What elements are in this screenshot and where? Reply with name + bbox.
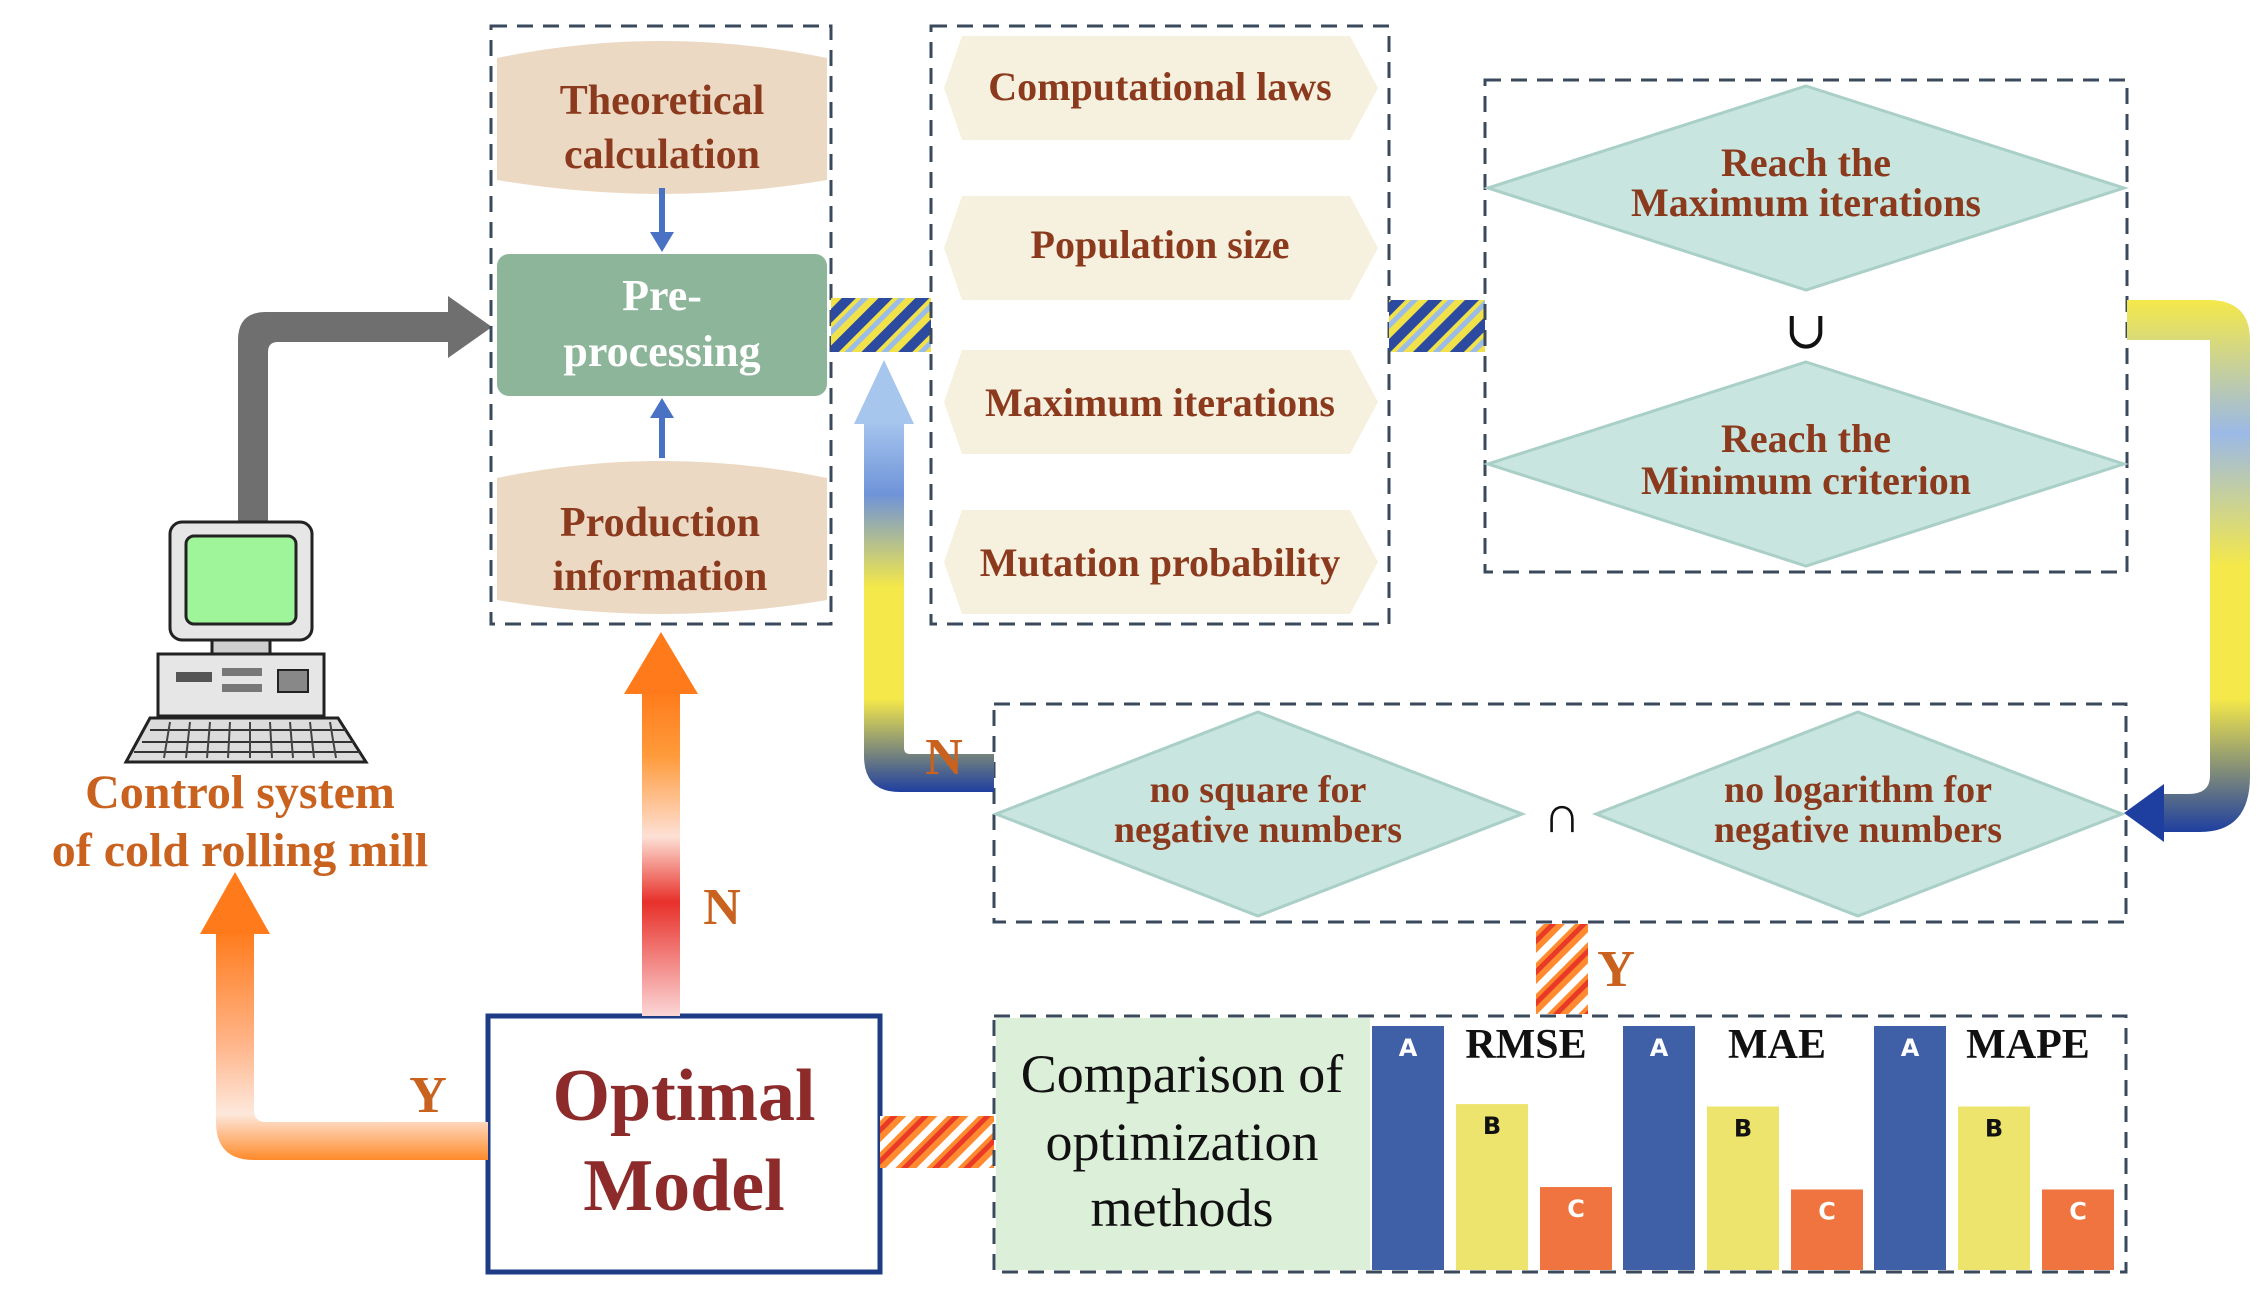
bar-label-mape-a: A xyxy=(1901,1034,1920,1062)
computer-icon xyxy=(123,520,369,764)
bar-label-mape-b: B xyxy=(1985,1115,2003,1143)
optimal-model-box xyxy=(485,1013,883,1275)
production-information-line2: information xyxy=(553,554,768,600)
reach-max-line2: Maximum iterations xyxy=(1631,180,1981,225)
gray-arrow-shaft xyxy=(238,312,448,525)
control-system-label-line2: of cold rolling mill xyxy=(52,824,428,877)
right-flow-arrowhead xyxy=(2124,784,2164,842)
loop-back-arrow xyxy=(864,420,994,792)
connector-params-to-stop xyxy=(1389,300,1485,352)
comparison-group xyxy=(992,1014,2128,1274)
bar-label-mape-c: C xyxy=(2069,1197,2087,1225)
diamond-no-logarithm xyxy=(1591,710,2127,918)
metric-label-rmse: RMSE xyxy=(1465,1022,1586,1068)
bar-rmse-a xyxy=(1372,1026,1444,1270)
preprocessing-line1: Pre- xyxy=(622,271,702,320)
comparison-line2: optimization xyxy=(1046,1112,1319,1172)
diamond-reach-max-iterations xyxy=(1483,84,2129,292)
union-symbol: ∪ xyxy=(1784,303,1828,360)
param-mutation-probability xyxy=(944,510,1378,614)
bar-label-rmse-c: C xyxy=(1567,1195,1585,1223)
connector-pre-to-params xyxy=(831,298,931,352)
metric-label-mape: MAPE xyxy=(1966,1022,2090,1068)
preprocessing-line2: processing xyxy=(563,327,760,376)
preprocessing-box xyxy=(497,254,827,396)
comparison-line1: Comparison of xyxy=(1021,1044,1343,1104)
optimal-model-line1: Optimal xyxy=(552,1055,815,1137)
param-computational-laws-label: Computational laws xyxy=(988,64,1331,109)
down-arrow-icon xyxy=(650,188,674,252)
reach-max-line1: Reach the xyxy=(1721,140,1891,185)
param-population-size xyxy=(944,196,1378,300)
bar-label-mae-a: A xyxy=(1650,1034,1669,1062)
param-computational-laws xyxy=(944,36,1378,140)
bar-label-mae-c: C xyxy=(1818,1197,1836,1225)
no-logarithm-line1: no logarithm for xyxy=(1724,769,1992,811)
bar-mae-c xyxy=(1791,1189,1863,1270)
no-square-line1: no square for xyxy=(1150,769,1367,811)
production-information-line1: Production xyxy=(560,500,760,546)
param-population-size-label: Population size xyxy=(1031,222,1290,267)
comparison-line3: methods xyxy=(1091,1178,1274,1238)
bar-mape-b xyxy=(1958,1106,2030,1270)
bar-mape-a xyxy=(1874,1026,1946,1270)
metric-label-mae: MAE xyxy=(1728,1022,1826,1068)
intersection-symbol: ∩ xyxy=(1543,787,1581,844)
bar-label-rmse-b: B xyxy=(1483,1112,1501,1140)
right-flow-arrow xyxy=(2127,300,2250,832)
y-left-arrowhead xyxy=(200,872,270,934)
bar-mape-c xyxy=(2042,1189,2114,1270)
param-maximum-iterations xyxy=(944,350,1378,454)
production-information-box xyxy=(497,461,827,614)
bar-label-mae-b: B xyxy=(1734,1115,1752,1143)
diamond-no-square xyxy=(991,710,1527,918)
gray-arrow-head xyxy=(448,296,492,358)
n-up-arrow-shaft xyxy=(642,690,680,1016)
bar-rmse-b xyxy=(1456,1104,1528,1270)
no-logarithm-line2: negative numbers xyxy=(1714,809,2002,851)
param-mutation-probability-label: Mutation probability xyxy=(980,540,1340,585)
reach-min-line2: Minimum criterion xyxy=(1641,458,1971,503)
bar-rmse-c xyxy=(1540,1187,1612,1270)
n-up-arrowhead xyxy=(624,632,698,694)
theoretical-calculation-line2: calculation xyxy=(564,132,760,178)
reach-min-line1: Reach the xyxy=(1721,416,1891,461)
diamond-reach-min-criterion xyxy=(1483,360,2129,568)
param-maximum-iterations-label: Maximum iterations xyxy=(985,380,1335,425)
optimal-model-line2: Model xyxy=(583,1145,784,1227)
loop-back-arrowhead xyxy=(854,360,914,424)
up-arrow-icon xyxy=(650,398,674,458)
comparison-bar-chart: A B C RMSE A B C MAE A B C MAPE xyxy=(1372,1022,2114,1270)
y-left-arrow xyxy=(216,930,488,1160)
theoretical-calculation-box xyxy=(497,41,827,194)
y-left-label: Y xyxy=(409,1067,447,1124)
no-square-line2: negative numbers xyxy=(1114,809,1402,851)
connector-constraint-to-comparison xyxy=(1536,924,1588,1014)
comparison-text-bg xyxy=(996,1018,1370,1270)
bar-label-rmse-a: A xyxy=(1399,1034,1418,1062)
n-loop-label: N xyxy=(925,729,963,786)
y-right-label: Y xyxy=(1597,941,1635,998)
n-up-label: N xyxy=(703,879,741,936)
bar-mae-b xyxy=(1707,1106,1779,1270)
bar-mae-a xyxy=(1623,1026,1695,1270)
connector-comparison-to-model xyxy=(880,1116,994,1168)
control-system-label-line1: Control system xyxy=(85,766,395,819)
theoretical-calculation-line1: Theoretical xyxy=(560,78,765,124)
